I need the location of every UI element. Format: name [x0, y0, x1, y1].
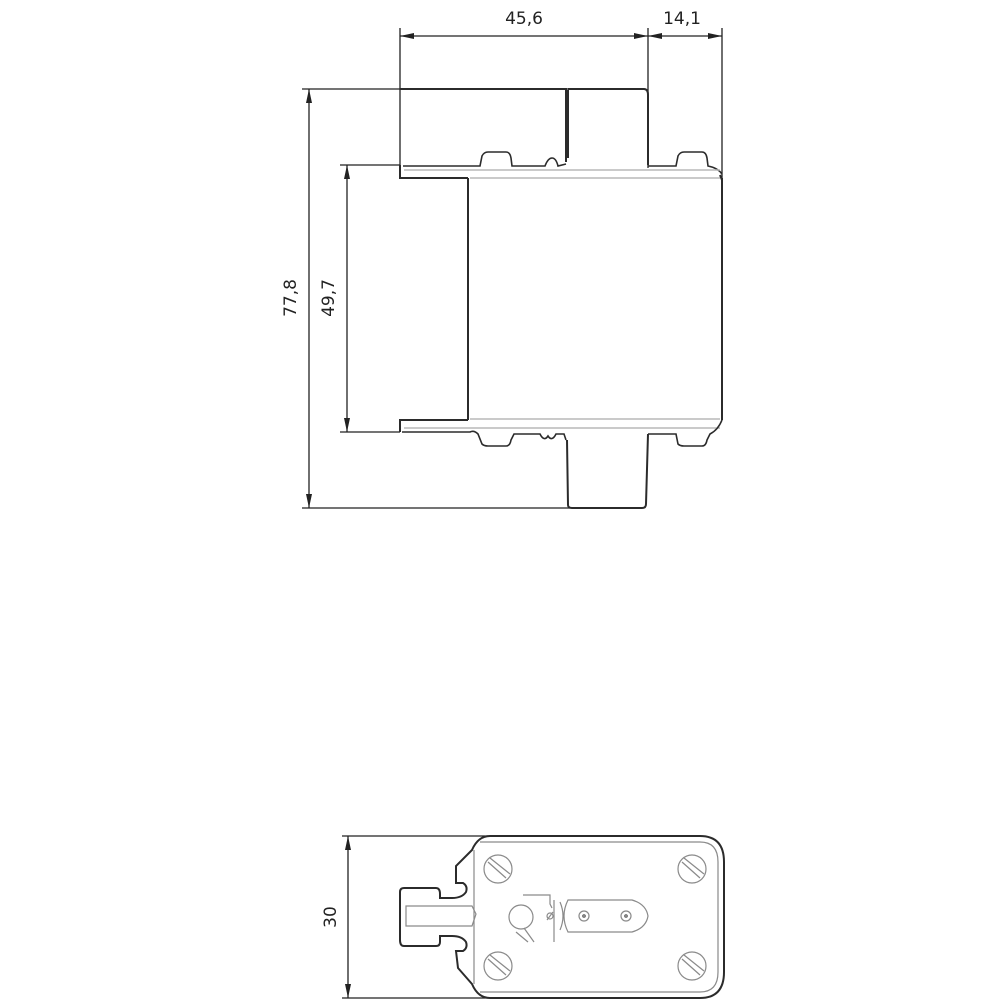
lower-flange	[399, 418, 723, 447]
top-view: 30	[321, 835, 725, 999]
screw-bottom-right-icon	[677, 951, 707, 981]
dimension-label-30: 30	[321, 906, 341, 928]
lower-contact-blade	[566, 433, 649, 509]
screw-top-right-icon	[677, 854, 707, 884]
indicator-assembly	[508, 894, 555, 943]
dimension-width: 30	[321, 835, 490, 999]
dimension-top-right: 14,1	[648, 9, 723, 178]
dimension-body-height: 49,7	[319, 164, 400, 433]
dimension-label-77-8: 77,8	[281, 279, 301, 317]
striker-link	[559, 899, 649, 933]
upper-contact-blade	[400, 88, 649, 165]
top-plate-inner	[480, 841, 719, 993]
upper-flange	[399, 151, 723, 181]
screw-bottom-left-icon	[483, 951, 513, 981]
fuse-body	[467, 178, 723, 420]
top-plate-outline	[399, 835, 725, 999]
screw-top-left-icon	[483, 854, 513, 884]
dimension-overall-height: 77,8	[281, 88, 570, 509]
dimension-label-49-7: 49,7	[319, 279, 339, 317]
dimension-top-width: 45,6	[399, 9, 649, 178]
side-view: 45,6 14,1 77,8 49,7	[281, 9, 723, 509]
dimension-label-45-6: 45,6	[505, 9, 543, 29]
dimension-label-14-1: 14,1	[663, 9, 701, 29]
